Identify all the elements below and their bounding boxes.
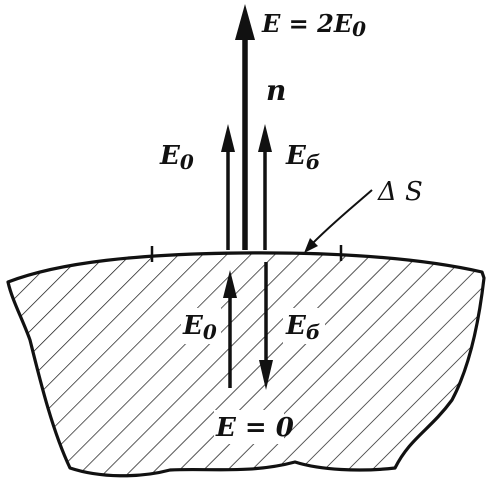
label-eb-above: Eб <box>285 141 320 174</box>
delta-s-pointer-head <box>304 238 318 253</box>
label-e-zero-bg <box>214 410 284 444</box>
eb-below-arrow <box>259 262 273 390</box>
total-field-arrow <box>235 4 255 250</box>
conductor-body <box>6 251 486 478</box>
label-e0-below: E0 <box>182 311 217 344</box>
label-e-total: E = 2E0 <box>261 9 366 41</box>
eb-above-arrow <box>258 124 272 250</box>
delta-s-pointer <box>307 189 373 249</box>
label-eb-below-bg <box>283 308 325 344</box>
label-normal: n <box>266 74 286 107</box>
label-e-zero: E = 0 <box>215 413 294 443</box>
label-eb-below: Eб <box>285 311 320 344</box>
e0-above-arrow <box>221 124 235 250</box>
surface-element-marks <box>150 245 343 262</box>
label-e0-below-bg <box>181 308 221 344</box>
e0-below-arrow <box>223 270 237 388</box>
label-delta-s: Δ S <box>377 177 423 207</box>
label-e0-above: E0 <box>159 141 194 174</box>
